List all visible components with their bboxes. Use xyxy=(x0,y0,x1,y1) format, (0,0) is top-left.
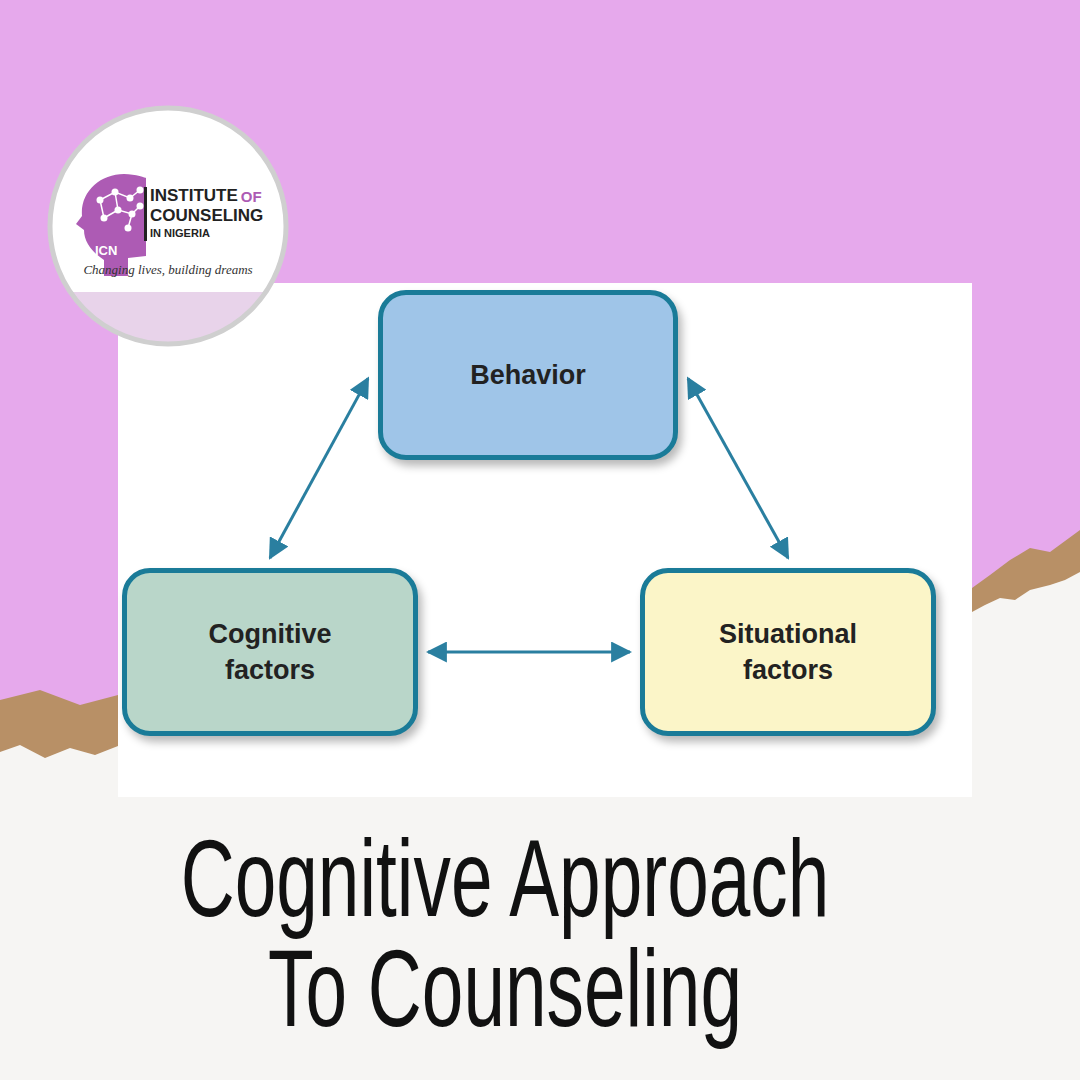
logo-word: INSTITUTE xyxy=(150,186,238,206)
box-text-group: Cognitive factors xyxy=(180,616,360,689)
box-label: Situational factors xyxy=(698,616,878,689)
box-label: Cognitive factors xyxy=(180,616,360,689)
process-box: Behavior xyxy=(378,290,678,460)
connector-arrow xyxy=(428,651,630,654)
logo-word: OF xyxy=(241,188,262,205)
box-text-group: Situational factors xyxy=(698,616,878,689)
connector-arrow xyxy=(688,378,788,558)
logo-word: IN NIGERIA xyxy=(150,227,210,239)
logo-word: COUNSELING xyxy=(150,206,263,226)
process-box: Cognitive factors xyxy=(122,568,418,736)
connector-arrow xyxy=(270,378,368,558)
logo-tagline: Changing lives, building dreams xyxy=(83,262,252,278)
box-label: Behavior xyxy=(470,357,586,393)
logo-initials: ICN xyxy=(95,243,117,258)
poster-title: Cognitive Approach To Counseling xyxy=(165,823,845,1043)
process-box: Situational factors xyxy=(640,568,936,736)
box-text-group: Behavior xyxy=(470,357,586,393)
